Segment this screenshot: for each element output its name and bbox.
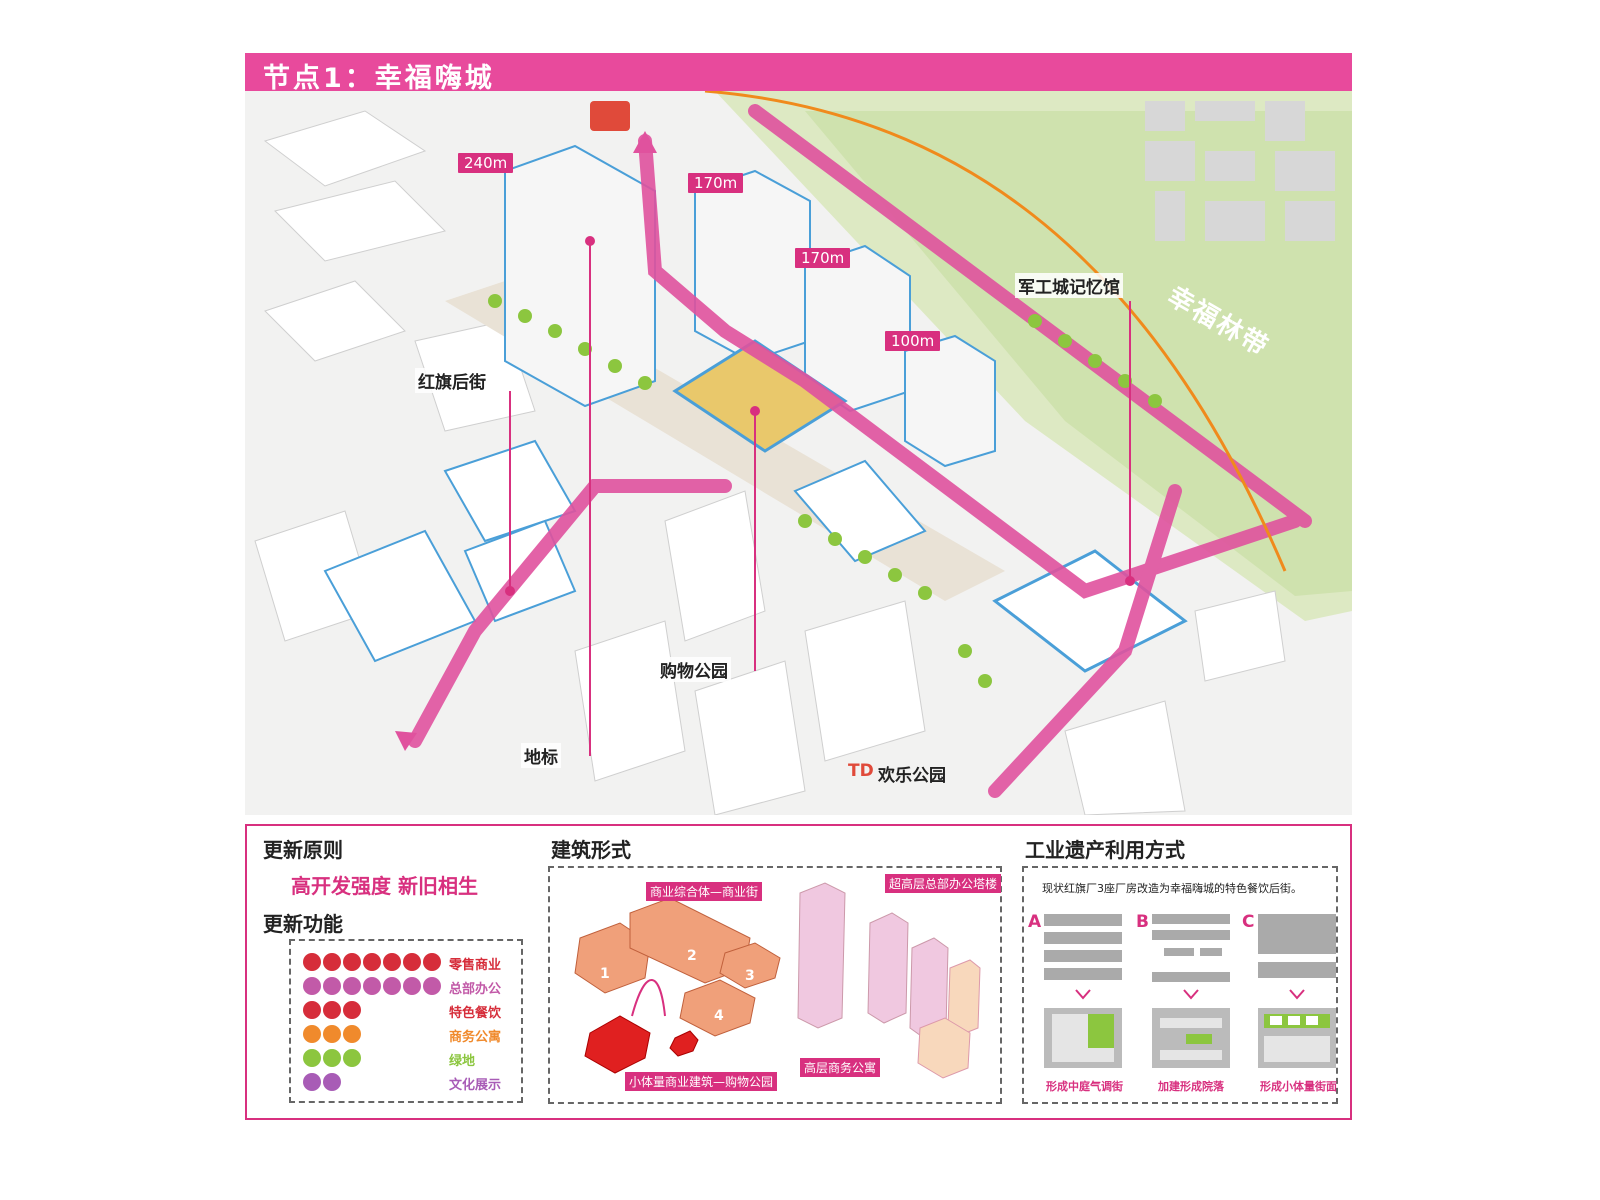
- label-landmark: 地标: [521, 743, 561, 768]
- option-caption: 形成小体量街面: [1260, 1080, 1337, 1093]
- legend-dot: [323, 977, 341, 995]
- landmark-icon: [590, 101, 630, 131]
- legend-label: 文化展示: [449, 1078, 502, 1093]
- legend-dot: [303, 1001, 321, 1019]
- height-tag: 240m: [458, 153, 514, 173]
- legend-dot: [363, 977, 381, 995]
- label-happy-park: 欢乐公园: [878, 766, 946, 786]
- option-diagrams: [1044, 914, 1336, 1068]
- label-museum: 军工城记忆馆: [1015, 273, 1123, 298]
- block-number: 2: [687, 948, 697, 964]
- legend-dot: [323, 953, 341, 971]
- industrial-title: 工业遗产利用方式: [1025, 838, 1185, 862]
- orange-route: [704, 91, 1287, 572]
- site-plan-drawing: [254, 91, 1352, 815]
- functions-title: 更新功能: [263, 912, 343, 936]
- bottom-panel: 更新原则 高开发强度 新旧相生 更新功能 零售商业总部办公特色餐饮商务公寓绿地文…: [245, 824, 1352, 1120]
- tag-apartment: 高层商务公寓: [800, 1058, 881, 1077]
- small-blocks: [584, 1015, 699, 1074]
- legend-dot: [343, 977, 361, 995]
- legend-dot: [383, 977, 401, 995]
- arch-title: 建筑形式: [551, 838, 631, 862]
- height-tag: 100m: [885, 331, 941, 351]
- principles-text: 高开发强度 新旧相生: [291, 874, 478, 898]
- trees: [488, 294, 1162, 688]
- legend-label: 绿地: [449, 1054, 476, 1069]
- legend-dot: [303, 1049, 321, 1067]
- legend-dot: [323, 1025, 341, 1043]
- option-letter: A: [1028, 912, 1042, 932]
- industrial-description: 现状红旗厂3座厂房改造为幸福嗨城的特色餐饮后街。: [1042, 882, 1302, 895]
- route-arrow-south: [395, 731, 417, 751]
- option-caption: 加建形成院落: [1158, 1080, 1224, 1093]
- legend-label: 零售商业: [449, 958, 502, 973]
- legend-label: 商务公寓: [449, 1030, 502, 1045]
- option-letter: B: [1136, 912, 1149, 932]
- industrial-box: 现状红旗厂3座厂房改造为幸福嗨城的特色餐饮后街。 A B C: [1022, 866, 1338, 1104]
- legend-dot: [383, 953, 401, 971]
- page-title: 节点1：幸福嗨城: [263, 63, 495, 94]
- option-b-diagram: [1152, 914, 1230, 1068]
- height-tag: 170m: [795, 248, 851, 268]
- legend-dot: [303, 953, 321, 971]
- legend-dot: [303, 1025, 321, 1043]
- tower-blocks: [797, 882, 949, 1039]
- legend-row: 总部办公: [303, 977, 517, 997]
- header-bar: 节点1：幸福嗨城: [245, 53, 1352, 94]
- commercial-blocks: [574, 897, 781, 1037]
- pink-routes: [408, 104, 1312, 798]
- legend-dot: [323, 1049, 341, 1067]
- legend-dot: [403, 953, 421, 971]
- option-caption: 形成中庭气调街: [1046, 1080, 1123, 1093]
- legend-dot: [343, 1049, 361, 1067]
- legend-dot: [343, 1001, 361, 1019]
- tag-tower: 超高层总部办公塔楼: [885, 874, 1002, 893]
- leader-dots: [505, 236, 1135, 596]
- legend-dot: [343, 1025, 361, 1043]
- legend-dot: [323, 1073, 341, 1091]
- principles-title: 更新原则: [263, 838, 343, 862]
- arc-arrow: [631, 979, 666, 1017]
- block-number: 1: [600, 966, 610, 982]
- legend-row: 文化展示: [303, 1073, 517, 1093]
- legend-label: 总部办公: [449, 982, 502, 997]
- tag-commercial: 商业综合体—商业街: [646, 882, 763, 901]
- td-mark: TD: [848, 761, 874, 781]
- city-fabric: [1145, 101, 1335, 241]
- legend-dot: [363, 953, 381, 971]
- legend-row: 零售商业: [303, 953, 517, 973]
- legend-row: 绿地: [303, 1049, 517, 1069]
- legend-dot: [303, 977, 321, 995]
- legend-dot: [423, 977, 441, 995]
- label-shopping-park: 购物公园: [657, 657, 731, 682]
- shopping-park: [672, 339, 848, 453]
- arch-box: 1 2 3 4 商业综合体—商业街 小体量商业建筑—购物公园 超高层总部办公塔楼…: [548, 866, 1002, 1104]
- legend-dot: [403, 977, 421, 995]
- site-plan: 240m 170m 170m 100m 红旗后街 购物公园 地标 军工城记忆馆 …: [245, 91, 1352, 815]
- legend-dot: [423, 953, 441, 971]
- apartment-blocks: [917, 959, 981, 1079]
- legend-dot: [323, 1001, 341, 1019]
- height-tag: 170m: [688, 173, 744, 193]
- option-letter: C: [1242, 912, 1255, 932]
- tag-small-commercial: 小体量商业建筑—购物公园: [625, 1072, 778, 1091]
- block-number: 3: [745, 968, 755, 984]
- legend-box: 零售商业总部办公特色餐饮商务公寓绿地文化展示: [289, 939, 523, 1103]
- legend-label: 特色餐饮: [449, 1006, 502, 1021]
- arch-diagram: [574, 882, 981, 1079]
- block-number: 4: [714, 1008, 724, 1024]
- legend-dot: [303, 1073, 321, 1091]
- route-arrow-north: [633, 131, 657, 153]
- option-c-diagram: [1258, 914, 1336, 1068]
- leader-lines: [509, 241, 1131, 756]
- option-a-diagram: [1044, 914, 1122, 1068]
- legend-row: 特色餐饮: [303, 1001, 517, 1021]
- legend-row: 商务公寓: [303, 1025, 517, 1045]
- tower-buildings: [504, 144, 996, 468]
- legend-dot: [343, 953, 361, 971]
- label-hongqi-street: 红旗后街: [415, 368, 489, 393]
